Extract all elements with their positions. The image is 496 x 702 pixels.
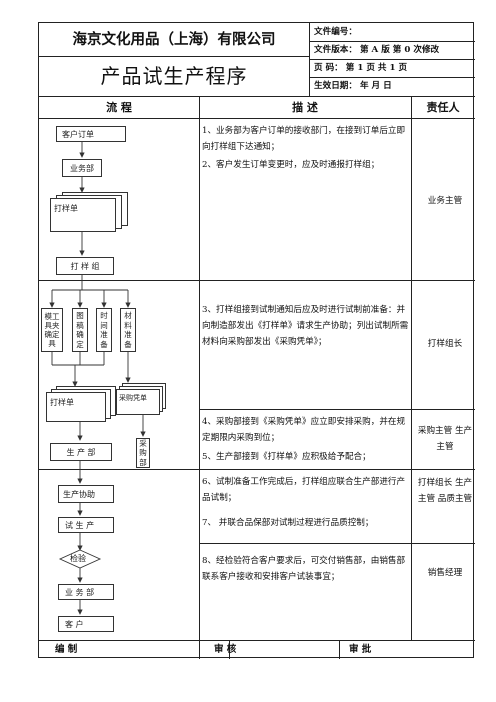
row-rule-1 [39,280,475,281]
flow-customer: 客 户 [58,616,114,632]
company-name: 海京文化用品（上海）有限公司 [72,31,276,48]
flow-inspection-label: 检验 [70,554,86,563]
flow-sales-dept-2: 业 务 部 [58,584,114,600]
doc-version: 文件版本： 第 A 版 第 0 次修改 [314,45,440,55]
title-rule [39,56,309,57]
procedure-sheet: 海京文化用品（上海）有限公司 产品试生产程序 文件编号： 文件版本： 第 A 版… [38,22,475,659]
footer-divider-1 [229,640,230,659]
desc-step-2: 2、客户发生订单变更时，应及时通报打样组； [202,160,380,170]
desc-step-7: 7、 并联合品保部对试制过程进行品质控制； [202,518,374,528]
doc-page: 页 码： 第 1 页 共 1 页 [314,63,408,73]
flow-proto-form-label: 打样单 [54,204,78,213]
owner-step-1-2: 业务主管 [427,196,463,206]
flow-proto-form-2-label: 打样单 [50,398,74,407]
flow-trial-production: 试 生 产 [58,517,114,533]
flow-customer-order: 客户订单 [56,126,126,142]
flow-mold-jig-label: 模工具夹确定具 [44,312,60,348]
col-owner: 责任人 [426,101,460,114]
owner-step-6-7: 打样组长 生产主管 品质主管 [417,478,473,504]
col-divider-1 [199,96,200,659]
flow-timing-label: 时间准备 [100,311,108,349]
owner-step-8: 销售经理 [427,568,463,578]
footer-approved: 审 批 [349,644,372,655]
flow-material: 材料准备 [120,308,136,352]
desc-step-3: 3、打样组接到试制通知后应及时进行试制前准备：并向制造部发出《打样单》请求生产协… [202,305,409,347]
meta-rule-3 [309,77,475,78]
desc-step-6: 6、试制准备工作完成后，打样组应联合生产部进行产品试制； [202,477,406,503]
desc-step-8: 8、经检验符合客户要求后，可交付销售部，由销售部联系客户接收和安排客户试装事宜； [202,556,406,582]
header-bottom-rule [39,96,475,97]
row-rule-2 [199,409,475,410]
desc-step-4: 4、采购部接到《采购凭单》应立即安排采购，并在规定期限内采购到位； [202,417,406,443]
flow-material-label: 材料准备 [124,311,132,349]
flow-purchasing-dept-label: 采购部 [139,438,147,467]
owner-step-3: 打样组长 [427,339,463,349]
flow-proto-form-stack-2: 打样单 [46,386,118,422]
flow-drawing: 图稿确定 [72,308,88,352]
flow-purchase-voucher-stack: 采购凭单 [116,383,168,415]
col-description: 描 述 [292,101,318,114]
doc-number: 文件编号： [314,27,357,37]
meta-rule-1 [309,41,475,42]
flow-timing: 时间准备 [96,308,112,352]
flow-purchasing-dept: 采购部 [136,438,150,468]
footer-divider-2 [339,640,340,659]
flow-purchase-voucher-label: 采购凭单 [119,394,147,402]
document-title: 产品试生产程序 [100,64,248,88]
col-flow: 流 程 [106,101,132,114]
flow-production-assist: 生产协助 [58,485,114,503]
flow-mold-jig: 模工具夹确定具 [41,308,63,352]
flow-production-dept: 生 产 部 [50,443,112,461]
owner-step-4-5: 采购主管 生产主管 [417,426,473,452]
flow-proto-form-stack: 打样单 [50,192,130,232]
footer-reviewed: 审 核 [214,644,237,655]
column-header-rule [39,118,475,119]
flow-sales-dept: 业务部 [62,159,102,177]
footer-rule [39,640,475,641]
flow-proto-group: 打 样 组 [56,257,114,275]
desc-step-5: 5、生产部接到《打样单》应积极给予配合； [202,452,371,462]
desc-step-1: 1、业务部为客户订单的接收部门，在接到订单后立即向打样组下达通知； [202,126,406,152]
row-rule-3 [39,469,475,470]
col-divider-2 [411,96,412,640]
row-rule-4 [199,543,475,544]
flow-drawing-label: 图稿确定 [76,311,84,349]
footer-prepared: 编 制 [55,644,78,655]
effective-date: 生效日期： 年 月 日 [314,81,392,91]
meta-rule-2 [309,59,475,60]
